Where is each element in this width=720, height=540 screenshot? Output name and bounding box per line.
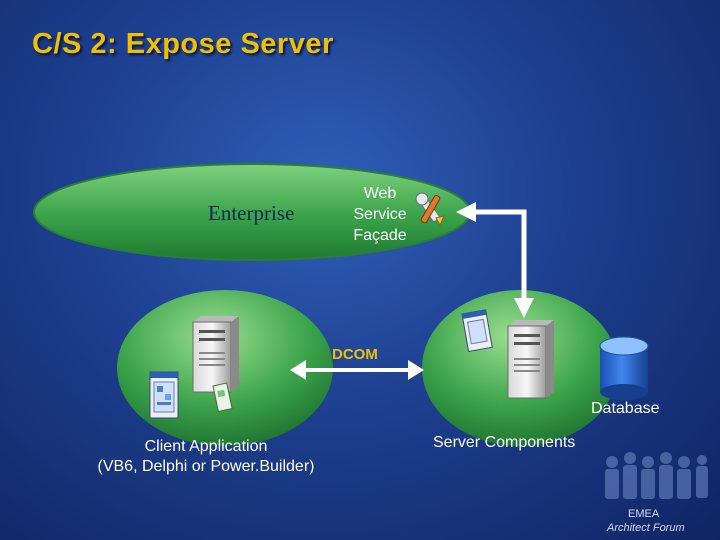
web-service-label-line: Façade (353, 227, 407, 244)
server-icon (507, 320, 554, 399)
web-service-facade-label: Web Service Façade (340, 183, 420, 246)
server-icon (192, 316, 239, 393)
web-service-label-line: Service (353, 206, 407, 223)
enterprise-label: Enterprise (208, 201, 295, 225)
emea-logo-line1: EMEA (628, 508, 660, 520)
client-application-label: Client Application (VB6, Delphi or Power… (66, 437, 346, 477)
document-icon (212, 382, 233, 413)
database-label: Database (591, 400, 660, 417)
people-silhouette-icon (605, 452, 708, 499)
application-window-icon (461, 309, 493, 353)
slide-title: C/S 2: Expose Server (32, 28, 334, 60)
web-service-connector-arrow (456, 202, 534, 318)
database-icon (599, 336, 649, 400)
client-app-label-line: Client Application (144, 438, 268, 455)
server-components-label: Server Components (433, 434, 576, 451)
dcom-label: DCOM (332, 346, 378, 363)
dcom-arrow (290, 360, 424, 380)
emea-logo-line2: Architect Forum (607, 522, 685, 534)
client-app-label-line: (VB6, Delphi or Power.Builder) (97, 458, 315, 475)
web-service-label-line: Web (363, 185, 397, 202)
tools-icon (415, 192, 445, 227)
application-window-icon (149, 371, 179, 419)
